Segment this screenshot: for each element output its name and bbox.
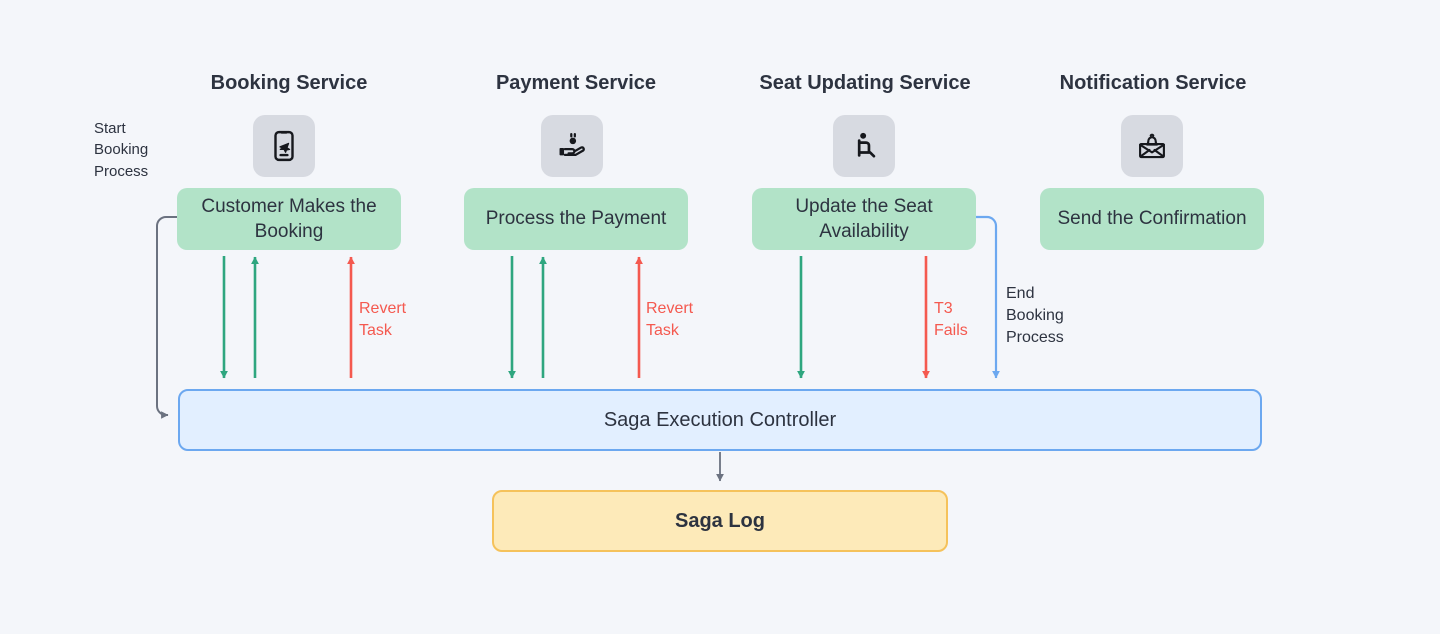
task-box-send-the-confirmation[interactable]: Send the Confirmation [1040, 188, 1264, 250]
label-end-booking-process: End Booking Process [1006, 285, 1064, 347]
column-title-booking-service: Booking Service [210, 72, 368, 94]
saga-execution-controller-box[interactable]: Saga Execution Controller [178, 389, 1262, 451]
task-box-process-the-payment[interactable]: Process the Payment [464, 188, 688, 250]
label-revert-task-booking: Revert Task [359, 300, 407, 340]
task-box-update-the-seat-availability[interactable]: Update the Seat Availability [752, 188, 976, 250]
task-box-customer-makes-the-booking[interactable]: Customer Makes the Booking [177, 188, 401, 250]
phone-ticket-icon [267, 129, 301, 163]
label-t3-fails: T3 Fails [934, 300, 968, 340]
label-revert-task-payment: Revert Task [646, 300, 694, 340]
arrow-start-booking-process [156, 216, 177, 419]
hand-coin-icon [555, 129, 589, 163]
icon-tile-booking-service [253, 115, 315, 177]
icon-tile-seat-updating-service [833, 115, 895, 177]
icon-tile-notification-service [1121, 115, 1183, 177]
envelope-bell-icon [1135, 129, 1169, 163]
column-title-payment-service: Payment Service [495, 72, 657, 94]
column-title-seat-updating-service: Seat Updating Service [759, 72, 971, 94]
column-title-notification-service: Notification Service [1059, 72, 1247, 94]
label-start-booking-process: Start Booking Process [94, 120, 149, 180]
seated-person-icon [847, 129, 881, 163]
icon-tile-payment-service [541, 115, 603, 177]
saga-log-box[interactable]: Saga Log [492, 490, 948, 552]
